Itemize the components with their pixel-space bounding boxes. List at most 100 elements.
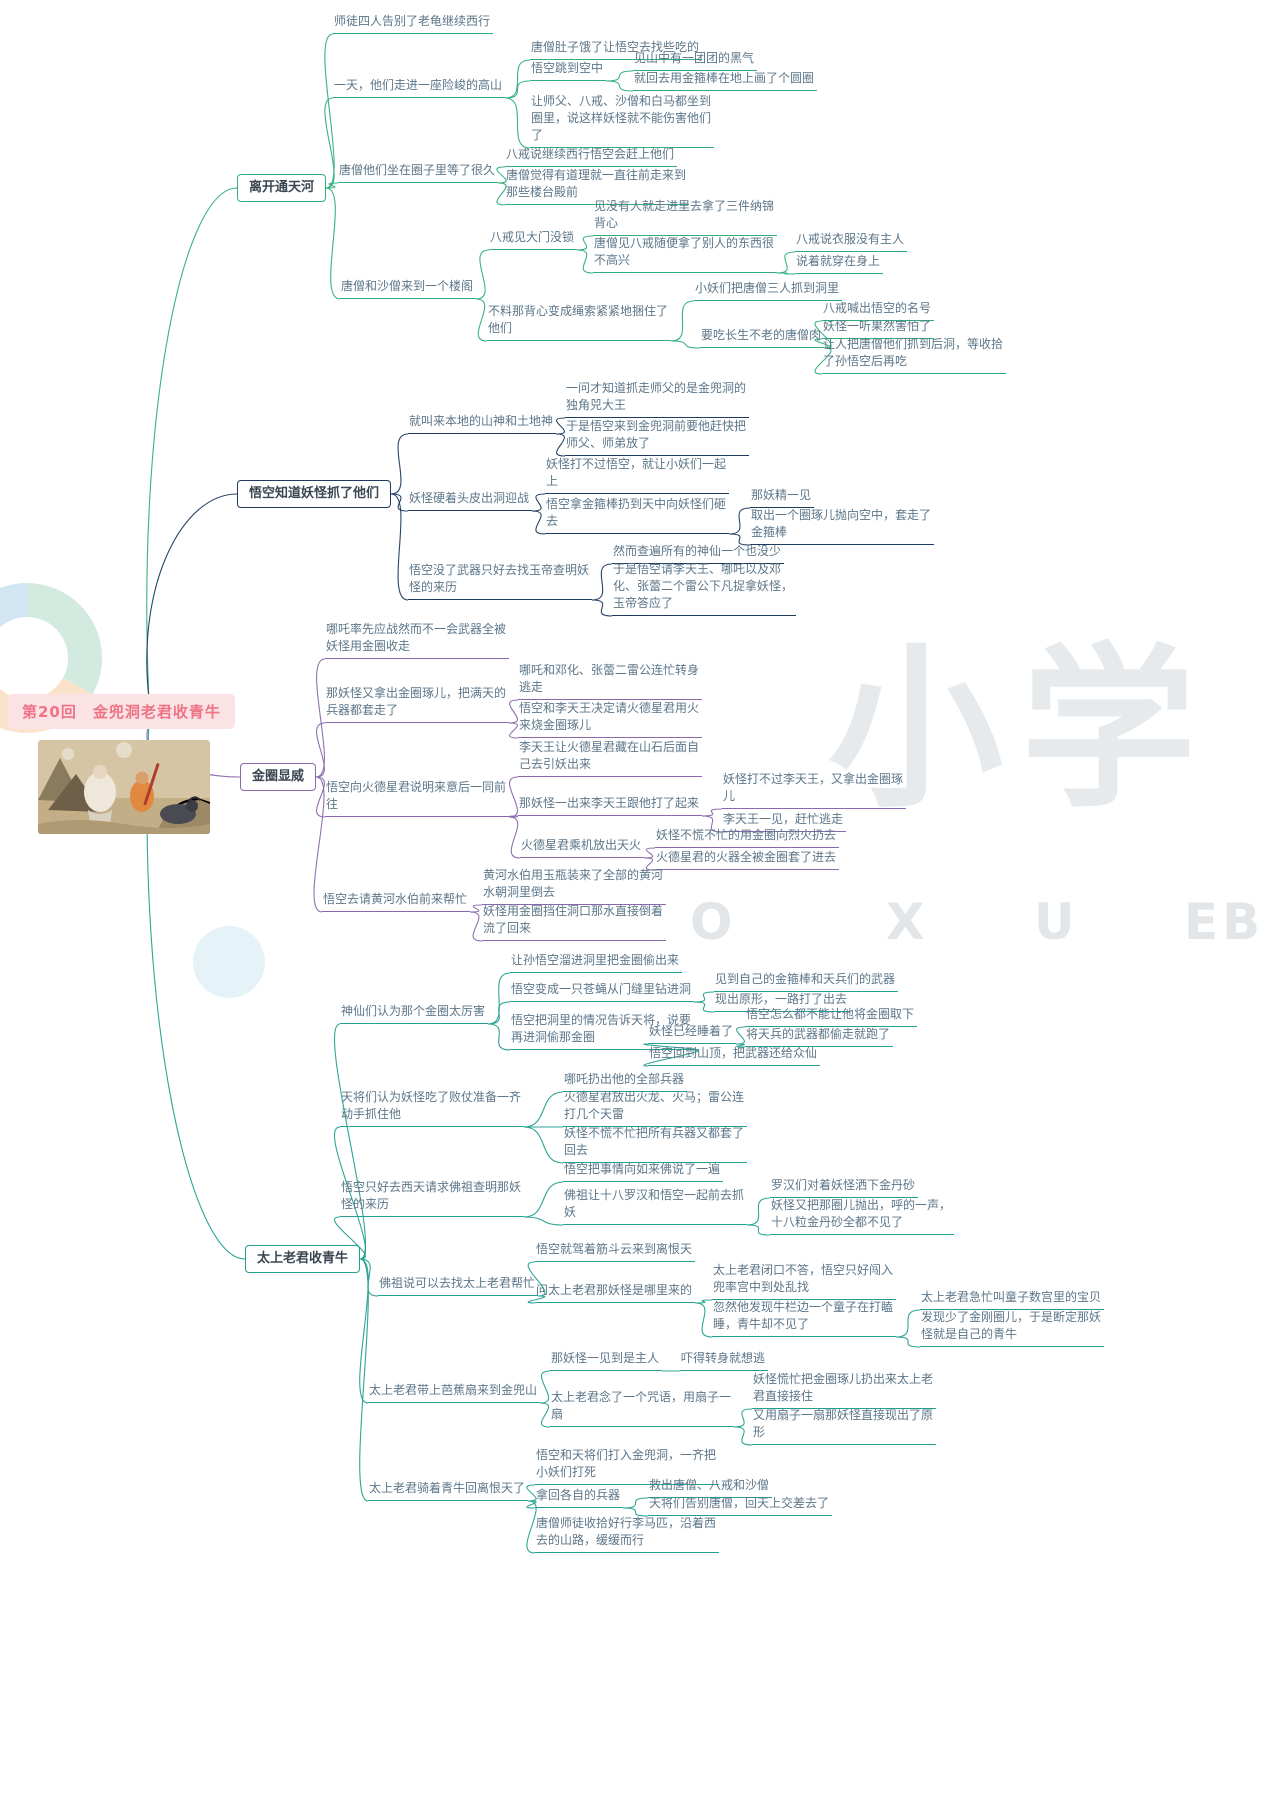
mindmap-link — [694, 1299, 713, 1304]
mindmap-link — [701, 815, 723, 833]
mindmap-node: 唐僧肚子饿了让悟空去找些吃的 — [530, 38, 703, 60]
mindmap-link — [643, 857, 656, 871]
mindmap-link — [359, 1258, 369, 1502]
mindmap-node: 太上老君念了一个咒语，用扇子一 扇 — [550, 1388, 735, 1427]
mindmap-link — [508, 815, 519, 818]
mindmap-link — [496, 166, 507, 184]
mindmap-link — [694, 1302, 713, 1338]
mindmap-node: 就叫来本地的山神和土地神 — [408, 412, 557, 434]
mindmap-node: 八戒说衣服没有主人 — [795, 230, 908, 252]
mindmap-node: 唐僧师徒收拾好行李马匹，沿着西 去的山路，缓缓而行 — [535, 1514, 720, 1553]
mindmap-link — [504, 59, 531, 99]
mindmap-node: 让孙悟空溜进洞里把金圈偷出来 — [510, 951, 683, 973]
mindmap-node: 唐僧觉得有道理就一直往前走来到 那些楼台殿前 — [505, 166, 690, 205]
mindmap-node: 取出一个圈琢儿抛向空中，套走了 金箍棒 — [750, 506, 935, 545]
mindmap-link — [333, 1023, 367, 1260]
mindmap-link — [523, 1216, 564, 1226]
mindmap-node: 发现少了金刚圈儿，于是断定那妖 怪就是自己的青牛 — [920, 1308, 1105, 1347]
mindmap-link — [496, 182, 507, 206]
mindmap-node: 见到自己的金箍棒和天兵们的武器 — [714, 970, 899, 992]
mindmap-node: 悟空没了武器只好去找玉帝查明妖 怪的来历 — [408, 561, 593, 600]
mindmap-link — [359, 1258, 369, 1404]
mindmap-node: 于是悟空来到金兜洞前要他赶快把 师父、师弟放了 — [565, 417, 750, 456]
mindmap-link — [643, 847, 656, 859]
mindmap-node: 神仙们认为那个金圈太厉害 — [340, 1002, 489, 1024]
branch-label: 悟空知道妖怪抓了他们 — [237, 480, 392, 508]
mindmap-link — [643, 1049, 699, 1067]
mindmap-node: 吓得转身就想逃 — [680, 1349, 769, 1371]
mindmap-link — [814, 347, 832, 375]
mindmap-link — [591, 563, 613, 601]
mindmap-link — [523, 1181, 564, 1218]
mindmap-node: 悟空回到山顶，把武器还给众仙 — [648, 1044, 821, 1066]
mindmap-node: 小妖们把唐僧三人抓到洞里 — [694, 279, 843, 301]
mindmap-link — [487, 972, 511, 1025]
mindmap-link — [508, 816, 521, 859]
mindmap-link — [746, 1197, 771, 1226]
mindmap-node: 黄河水伯用玉瓶装来了全部的黄河 水朝洞里倒去 — [482, 866, 667, 905]
mindmap-node: 妖怪打不过李天王，又拿出金圈琢 儿 — [722, 770, 907, 809]
mindmap-link — [508, 699, 519, 724]
mindmap-node: 就回去用金箍棒在地上画了个圆圈 — [633, 69, 818, 91]
mindmap-link — [539, 1402, 551, 1428]
mindmap-node: 哪吒和邓化、张蕾二雷公连忙转身 逃走 — [518, 661, 703, 700]
mindmap-link — [390, 433, 409, 495]
mindmap-link — [146, 493, 238, 697]
mindmap-node: 唐僧和沙僧来到一个楼阁 — [340, 277, 477, 299]
mindmap-node: 火德星君乘机放出天火 — [520, 836, 645, 858]
mindmap-node: 妖怪不慌不忙把所有兵器又都套了 回去 — [563, 1124, 748, 1163]
mindmap-node: 悟空只好去西天请求佛祖查明那妖 怪的来历 — [340, 1178, 525, 1217]
mindmap-node: 八戒喊出悟空的名号 — [822, 299, 935, 321]
mindmap-link — [315, 658, 326, 778]
mindmap-link — [523, 1091, 564, 1128]
mindmap-link — [504, 97, 531, 149]
mindmap-link — [469, 911, 483, 942]
mindmap-link — [670, 300, 695, 342]
mindmap-node: 太上老君急忙叫童子数宫里的宝贝 — [920, 1288, 1105, 1310]
mindmap-link — [527, 1295, 546, 1304]
mindmap-link — [324, 33, 335, 189]
mindmap-root-title: 第20回 金兜洞老君收青牛 — [8, 694, 235, 729]
mindmap-link — [605, 70, 634, 82]
mindmap-link — [508, 776, 519, 818]
mindmap-link — [735, 1043, 746, 1048]
mindmap-node: 太上老君骑着青牛回离恨天了 — [368, 1479, 529, 1501]
mindmap-link — [670, 340, 701, 349]
mindmap-node: 不料那背心变成绳索紧紧地捆住了 他们 — [487, 302, 672, 341]
mindmap-node: 罗汉们对着妖怪洒下金丹砂 — [770, 1176, 919, 1198]
mindmap-link — [508, 722, 519, 739]
mindmap-node: 那妖怪一见到是主人 — [550, 1349, 663, 1371]
mindmap-link — [146, 726, 246, 1260]
mindmap-link — [526, 1484, 537, 1502]
mindmap-node: 见没有人就走进里去拿了三件纳锦 背心 — [593, 197, 778, 236]
mindmap-node: 妖怪一听果然害怕了 — [822, 317, 935, 339]
mindmap-node: 又用扇子一扇那妖怪直接现出了原 形 — [752, 1406, 937, 1445]
mindmap-node: 悟空和李天王决定请火德星君用火 来烧金圈琢儿 — [518, 699, 703, 738]
mindmap-link — [814, 338, 832, 349]
mindmap-link — [693, 991, 715, 1003]
mindmap-link — [728, 507, 751, 535]
mindmap-link — [746, 1224, 771, 1236]
mindmap-node: 问太上老君那妖怪是哪里来的 — [535, 1281, 696, 1303]
chapter-illustration — [38, 740, 210, 834]
mindmap-node: 妖怪已经睡着了 — [648, 1022, 737, 1044]
mindmap-node: 悟空把洞里的情况告诉天将，说要 再进洞偷那金圈 — [510, 1011, 695, 1050]
mindmap-link — [605, 80, 634, 92]
mindmap-node: 师徒四人告别了老龟继续西行 — [333, 12, 494, 34]
mindmap-link — [776, 272, 796, 275]
mindmap-node: 悟空和天将们打入金兜洞，一齐把 小妖们打死 — [535, 1446, 720, 1485]
mindmap-link — [527, 1261, 546, 1297]
mindmap-node: 太上老君闭口不答，悟空只好闯入 兜率宫中到处乱找 — [712, 1261, 897, 1300]
mindmap-node: 火德星君的火器全被金圈套了进去 — [655, 848, 840, 870]
mindmap-link — [146, 187, 238, 697]
mindmap-node: 李天王让火德星君藏在山石后面自 己去引妖出来 — [518, 738, 703, 777]
mindmap-node: 现出原形，一路打了出去 — [714, 990, 851, 1012]
mindmap-node: 哪吒率先应战然而不一会武器全被 妖怪用金圈收走 — [325, 620, 510, 659]
mindmap-node: 悟空拿金箍棒扔到天中向妖怪们砸 去 — [545, 495, 730, 534]
mindmap-node: 妖怪硬着头皮出洞迎战 — [408, 489, 533, 511]
mindmap-link — [531, 510, 546, 535]
mindmap-link — [325, 182, 339, 189]
mindmap-node: 救出唐僧、八戒和沙僧 — [648, 1476, 773, 1498]
mindmap-link — [622, 1497, 649, 1509]
